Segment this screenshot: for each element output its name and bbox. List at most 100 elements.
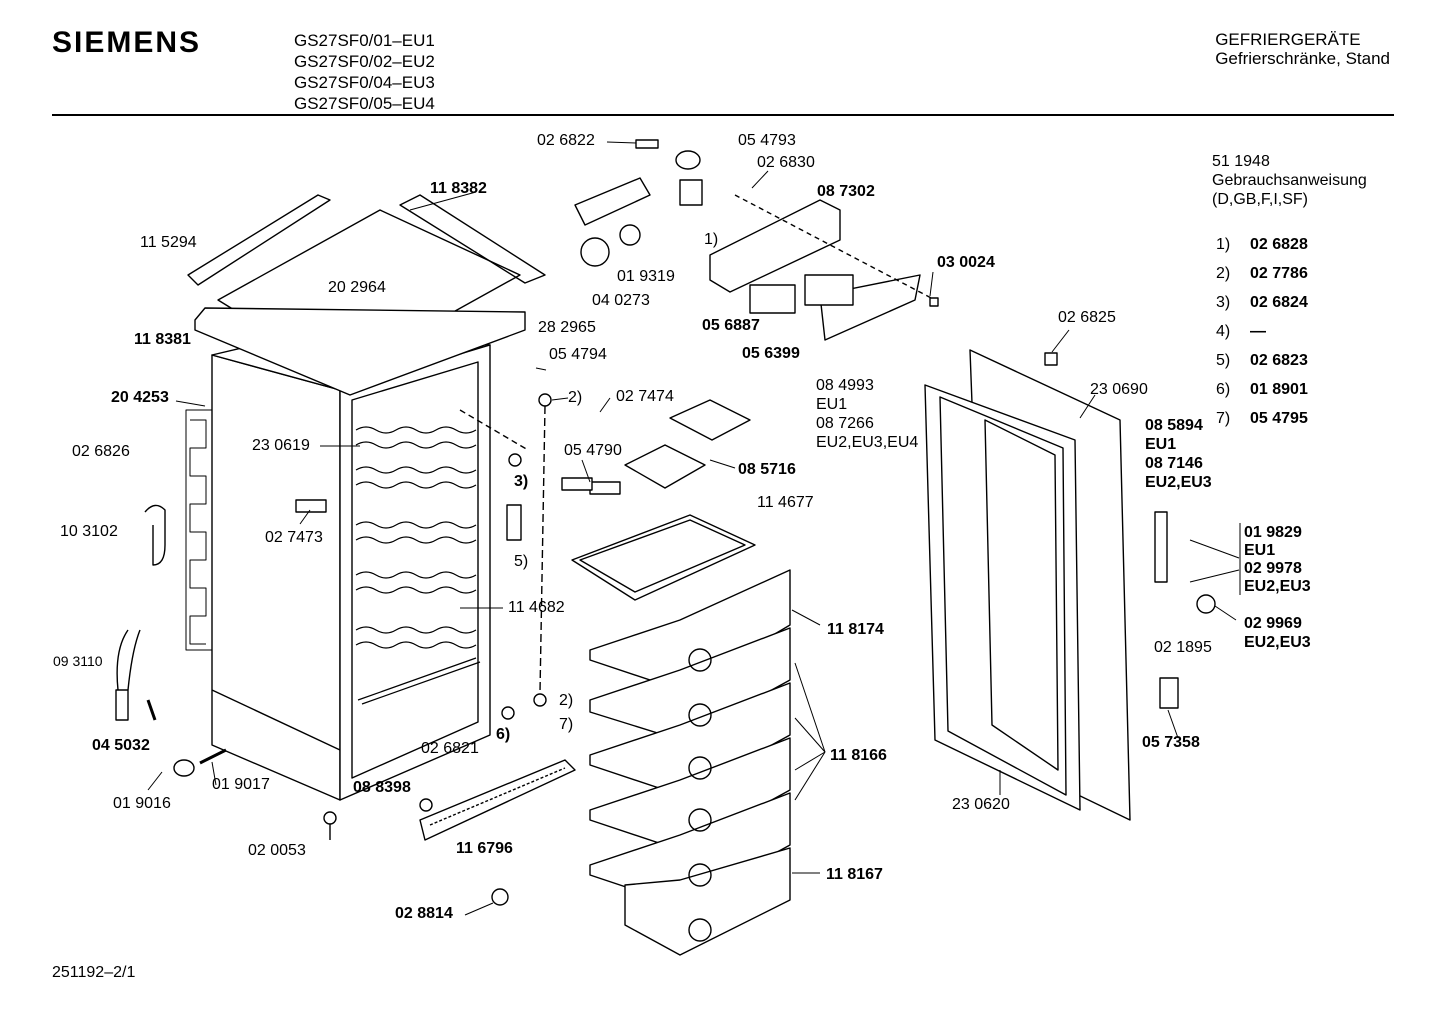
- legend-row: 7) 05 4795: [1216, 410, 1308, 439]
- legend-value: 02 6828: [1250, 236, 1308, 253]
- callout-label: 2): [568, 389, 583, 406]
- legend-key: 1): [1216, 236, 1231, 253]
- part-label: 05 6887: [702, 317, 760, 334]
- header-rule: [52, 114, 1394, 116]
- leader-lines: [147, 141, 1241, 916]
- legend-value: 02 6823: [1250, 352, 1308, 369]
- part-label: 01 9017: [212, 776, 270, 793]
- legend-key: 5): [1216, 352, 1231, 369]
- part-label: 10 3102: [60, 523, 118, 540]
- part-label: 23 0690: [1090, 381, 1148, 398]
- part-label: 28 2965: [538, 319, 596, 336]
- door: [924, 349, 1131, 821]
- part-label: 08 7302: [817, 183, 875, 200]
- part-label: 02 6826: [72, 443, 130, 460]
- callout-label: 2): [559, 692, 574, 709]
- cabinet-body: [211, 329, 491, 801]
- callout-label: 1): [704, 231, 719, 248]
- part-label: 11 4682: [508, 599, 565, 616]
- legend-key: 4): [1216, 323, 1231, 340]
- callout-label: 3): [514, 473, 529, 490]
- manual-languages: (D,GB,F,I,SF): [1212, 191, 1308, 208]
- callout-label: 5): [514, 553, 529, 570]
- legend-key: 2): [1216, 265, 1231, 282]
- model-item: GS27SF0/02–EU2: [294, 52, 435, 71]
- part-label: 05 4794: [549, 346, 607, 363]
- legend-row: 6)01 8901: [1216, 381, 1308, 410]
- legend-row: 5) 02 6823: [1216, 352, 1308, 381]
- part-label: 04 5032: [92, 737, 150, 754]
- part-label: EU1: [1145, 436, 1177, 453]
- part-label: 05 4793: [738, 132, 796, 149]
- category-subtitle: Gefrierschränke, Stand: [1215, 49, 1390, 68]
- top-panel: [187, 194, 546, 396]
- part-label: 02 6822: [537, 132, 595, 149]
- kick-plate: [419, 759, 576, 841]
- part-label: 08 7146: [1145, 455, 1203, 472]
- condenser-coil: [185, 409, 213, 651]
- part-label: 08 5716: [738, 461, 796, 478]
- manual-note: 51 1948 Gebrauchsanweisung (D,GB,F,I,SF): [1212, 152, 1367, 209]
- callout-label: 7): [559, 716, 574, 733]
- part-label: 11 4677: [757, 494, 814, 511]
- part-label: 02 7474: [616, 388, 674, 405]
- legend-row: 1) 02 6828: [1216, 236, 1308, 265]
- part-label: EU2,EU3: [1145, 474, 1212, 491]
- legend-row: 4) —: [1216, 323, 1308, 352]
- part-label: 08 8398: [353, 779, 411, 796]
- part-label: 23 0620: [952, 796, 1010, 813]
- part-label: 20 4253: [111, 389, 169, 406]
- model-list: GS27SF0/01–EU1 GS27SF0/02–EU2 GS27SF0/04…: [294, 30, 435, 114]
- part-label: 09 3110: [53, 653, 103, 669]
- model-item: GS27SF0/05–EU4: [294, 94, 435, 113]
- control-unit: [574, 139, 936, 341]
- legend-value: 02 7786: [1250, 265, 1308, 282]
- manual-part-number: 51 1948: [1212, 153, 1270, 170]
- callout-label: 6): [496, 726, 511, 743]
- part-label: 02 9978: [1244, 560, 1302, 577]
- part-label: 23 0619: [252, 437, 310, 454]
- part-label: 02 7473: [265, 529, 323, 546]
- part-label: 08 7266: [816, 415, 874, 432]
- part-label: 03 0024: [937, 254, 995, 271]
- part-label: 11 8174: [827, 621, 884, 638]
- legend-value: —: [1250, 323, 1266, 340]
- document-number: 251192–2/1: [52, 964, 136, 981]
- part-label: 05 4790: [564, 442, 622, 459]
- legend-row: 3) 02 6824: [1216, 294, 1308, 323]
- part-label: 02 9969: [1244, 615, 1302, 632]
- small-parts: [115, 297, 1216, 906]
- cold-packs: [624, 399, 751, 489]
- part-label: EU1: [1244, 542, 1276, 559]
- category: GEFRIERGERÄTE Gefrierschränke, Stand: [1215, 30, 1390, 68]
- legend-value: 05 4795: [1250, 410, 1308, 427]
- evaporator-shelves: [355, 426, 481, 705]
- part-label: 05 7358: [1142, 734, 1200, 751]
- legend-key: 3): [1216, 294, 1231, 311]
- part-label: 04 0273: [592, 292, 650, 309]
- part-label: EU2,EU3: [1244, 634, 1311, 651]
- part-label: 02 1895: [1154, 639, 1212, 656]
- part-label: 08 4993: [816, 377, 874, 394]
- legend-key: 7): [1216, 410, 1231, 427]
- part-label: 20 2964: [328, 279, 386, 296]
- brand-logo: SIEMENS: [52, 26, 202, 59]
- part-label: 11 8381: [134, 331, 191, 348]
- part-label: 11 6796: [456, 840, 513, 857]
- category-title: GEFRIERGERÄTE: [1215, 30, 1361, 49]
- part-label: 02 6830: [757, 154, 815, 171]
- part-label: 02 6825: [1058, 309, 1116, 326]
- part-label: 02 0053: [248, 842, 306, 859]
- part-label: 08 5894: [1145, 417, 1203, 434]
- part-label: 11 8167: [826, 866, 883, 883]
- legend-value: 02 6824: [1250, 294, 1308, 311]
- part-label: EU2,EU3,EU4: [816, 434, 919, 451]
- part-label: 02 6821: [421, 740, 479, 757]
- legend-row: 2) 02 7786: [1216, 265, 1308, 294]
- model-item: GS27SF0/01–EU1: [294, 31, 435, 50]
- legend-key: 6): [1216, 381, 1231, 398]
- manual-title: Gebrauchsanweisung: [1212, 172, 1367, 189]
- part-label: 11 5294: [140, 234, 197, 251]
- callout-legend: 1) 02 6828 2) 02 7786 3) 02 6824 4) — 5) 02 6…: [1216, 236, 1308, 439]
